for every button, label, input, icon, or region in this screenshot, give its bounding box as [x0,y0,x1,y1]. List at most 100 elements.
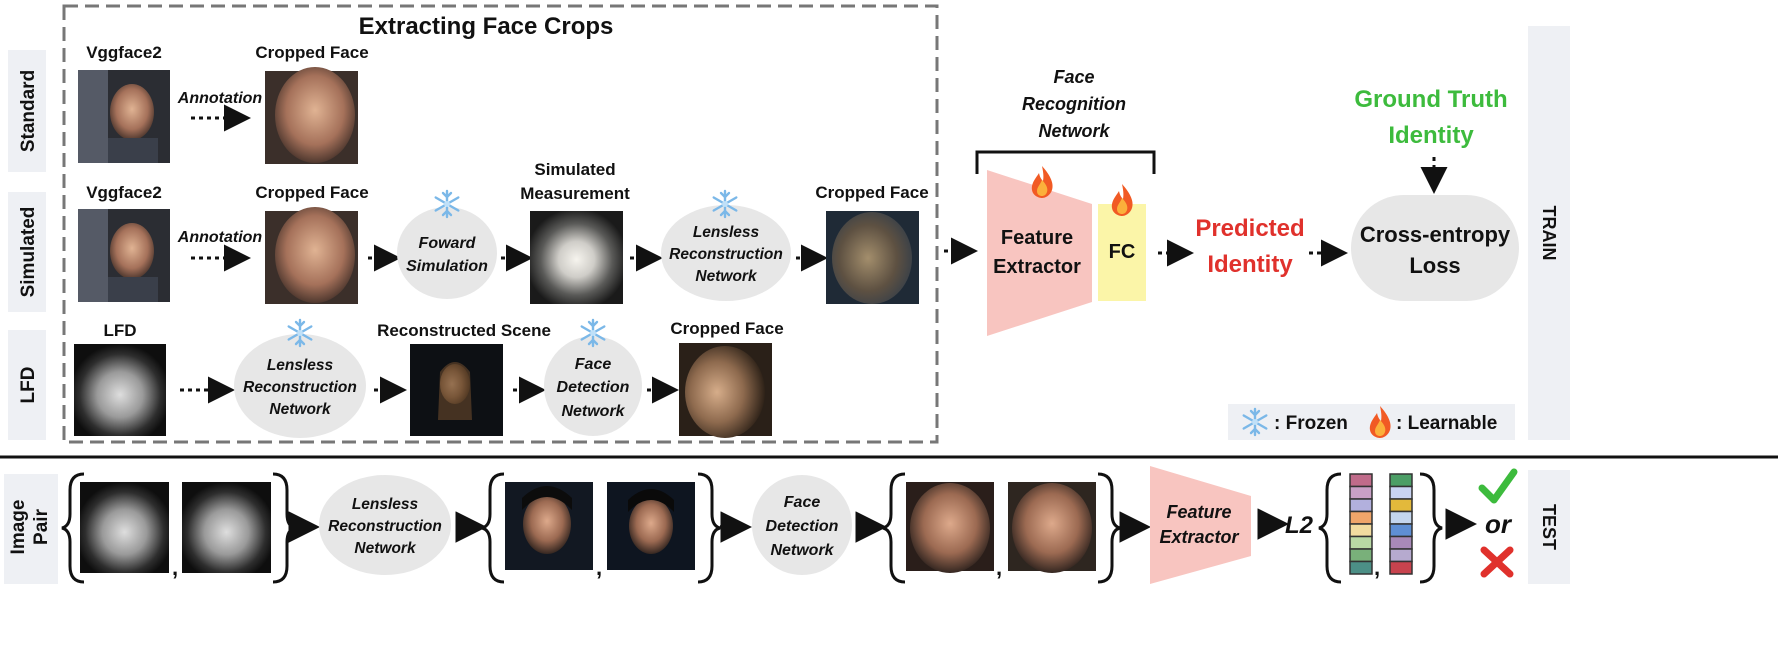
network-title-3: Network [1038,121,1110,141]
embedding-cell [1389,498,1413,513]
svg-text:Network: Network [770,542,834,559]
lensless-reconstruction-node-2: Lensless Reconstruction Network [234,334,366,438]
vggface2-label-1: Vggface2 [86,43,162,62]
svg-text:Face: Face [784,494,821,511]
svg-text:Network: Network [354,540,417,557]
svg-text:Face: Face [575,356,612,373]
svg-text:TEST: TEST [1539,504,1559,550]
svg-text:Lensless: Lensless [693,224,760,241]
svg-text:Image: Image [8,500,29,555]
row-label-image-pair: Image Pair [4,474,58,584]
cropped-face-label-3: Cropped Face [815,183,928,202]
comma-3: , [996,555,1002,580]
test-feature-label-1: Feature [1166,502,1231,522]
right-brace-1 [272,472,296,584]
cropped-face-image-3 [826,211,919,304]
fc-label: FC [1109,241,1136,263]
lensless-reconstruction-node-test: Lensless Reconstruction Network [319,475,451,575]
right-brace-4 [1419,472,1443,584]
face-detection-node-1: Face Detection Network [544,336,642,436]
right-brace-2 [697,472,721,584]
cropped-face-label-2: Cropped Face [255,183,368,202]
extraction-box [62,4,939,444]
cross-icon [1480,546,1514,578]
network-bracket [975,150,1156,174]
svg-text:Pair: Pair [31,508,52,545]
lensless-reconstruction-node-1: Lensless Reconstruction Network [661,205,791,301]
extraction-title: Extracting Face Crops [359,13,614,40]
reconstructed-scene-label: Reconstructed Scene [377,321,551,340]
svg-text:Network: Network [561,403,625,420]
left-brace-3 [882,472,906,584]
cross-entropy-loss-node [1351,195,1519,301]
svg-text:Simulation: Simulation [406,258,488,275]
svg-text:Standard: Standard [18,70,39,152]
right-brace-3 [1097,472,1121,584]
embedding-cell [1349,548,1373,563]
svg-text:Detection: Detection [766,518,839,535]
forward-simulation-node: Foward Simulation [397,207,497,299]
simulated-measurement-label-2: Measurement [520,184,630,203]
embedding-cell [1349,498,1373,513]
svg-text:Reconstruction: Reconstruction [243,379,357,396]
test-reconstructed-image-2 [607,482,695,570]
fc-block [1098,204,1146,301]
embedding-cell [1349,473,1373,488]
network-title-2: Recognition [1022,94,1126,114]
reconstructed-scene-image [410,344,503,436]
comma-1: , [172,555,178,580]
legend-frozen-label: : Frozen [1274,413,1348,434]
embedding-cell [1389,548,1413,563]
fire-icon [1111,184,1133,216]
l2-label: L2 [1285,512,1314,539]
row-label-standard: Standard [8,50,46,172]
fire-icon [1031,166,1053,198]
left-brace-2 [481,472,505,584]
svg-text:Network: Network [695,268,758,285]
side-label-train: TRAIN [1528,26,1570,440]
loss-label-1: Cross-entropy [1360,222,1511,247]
embedding-vector-1 [1349,473,1373,575]
test-cropped-face-1 [906,482,994,573]
cropped-face-image-4 [679,343,772,438]
embedding-cell [1389,510,1413,525]
face-detection-node-test: Face Detection Network [752,475,852,575]
test-measurement-image-2 [182,482,271,573]
test-cropped-face-2 [1008,482,1096,573]
check-icon [1478,468,1518,504]
test-feature-extractor-block [1150,466,1251,584]
cropped-face-label-4: Cropped Face [670,319,783,338]
lfd-input-label: LFD [103,321,136,340]
predicted-identity-label-1: Predicted [1195,215,1304,242]
test-measurement-image-1 [80,482,169,573]
comma-2: , [596,555,602,580]
row-label-simulated: Simulated [8,192,46,312]
embedding-cell [1389,535,1413,550]
svg-text:Simulated: Simulated [18,207,39,298]
legend-learnable-label: : Learnable [1396,413,1497,434]
svg-text:Network: Network [269,401,332,418]
simulated-measurement-label: Simulated [534,160,615,179]
feature-extractor-label-2: Extractor [993,256,1081,278]
cropped-face-image-2 [265,207,358,304]
test-feature-label-2: Extractor [1159,527,1239,547]
loss-label-2: Loss [1409,253,1460,278]
row-label-lfd: LFD [8,330,46,440]
embedding-cell [1349,485,1373,500]
svg-text:Foward: Foward [419,235,477,252]
svg-text:TRAIN: TRAIN [1539,206,1559,261]
left-brace-4 [1318,472,1342,584]
svg-text:Reconstruction: Reconstruction [669,246,783,263]
vggface2-image-1 [78,70,170,163]
feature-extractor-label-1: Feature [1001,227,1073,249]
svg-text:Detection: Detection [557,379,630,396]
embedding-cell [1349,535,1373,550]
embedding-cell [1389,473,1413,488]
embedding-vector-2 [1389,473,1413,575]
annotation-label-2: Annotation [177,229,263,246]
side-label-test: TEST [1528,470,1570,584]
embedding-cell [1349,510,1373,525]
ground-truth-label-1: Ground Truth [1354,86,1507,113]
vggface2-label-2: Vggface2 [86,183,162,202]
svg-text:Reconstruction: Reconstruction [328,518,442,535]
